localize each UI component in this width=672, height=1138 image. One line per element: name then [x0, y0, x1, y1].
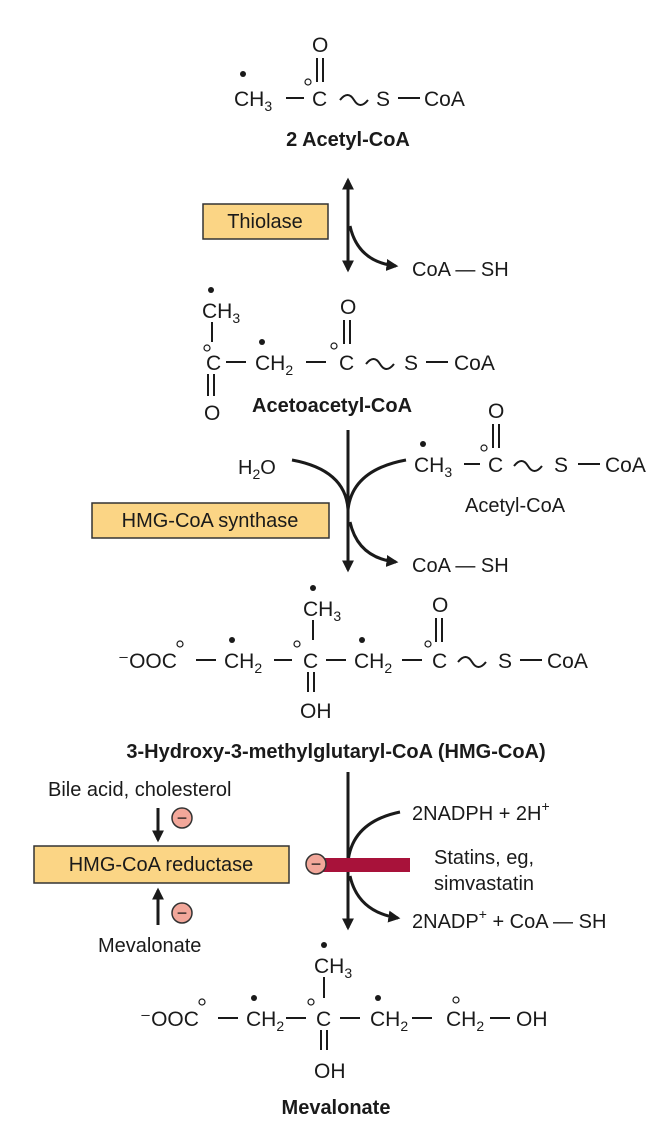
nadp-coash-output-label: 2NADP+ + CoA — SH	[412, 906, 606, 933]
mevalonate-label: Mevalonate	[282, 1097, 391, 1119]
hmg-reductase-enzyme-box	[33, 845, 290, 884]
svg-text:CH3: CH3	[303, 598, 341, 624]
svg-text:S: S	[554, 454, 568, 477]
hmg-synthase-label: HMG-CoA synthase	[122, 510, 299, 532]
svg-text:CH2: CH2	[246, 1008, 284, 1034]
svg-text:CH3: CH3	[314, 955, 352, 981]
acetyl-coa-structure-side: O CH3 C S CoA	[414, 400, 646, 480]
svg-text:S: S	[376, 88, 390, 111]
svg-text:⁻OOC: ⁻OOC	[140, 1008, 199, 1031]
mevalonate-inhibit-circle	[171, 902, 193, 924]
nadp-release-arrow	[348, 875, 401, 923]
thiolase-label: Thiolase	[227, 211, 303, 233]
svg-text:−: −	[177, 903, 188, 923]
synthase-coash-release-arrow	[348, 521, 399, 567]
svg-text:CH3: CH3	[234, 88, 272, 114]
svg-text:CH2: CH2	[370, 1008, 408, 1034]
svg-text:CoA: CoA	[605, 454, 646, 477]
thiolase-coash-release-arrow	[348, 225, 399, 271]
hmg-coa-structure: CH3 ⁻OOC CH2 C OH CH2 O C S CoA	[118, 585, 588, 723]
acetyl-coa-input-arc	[346, 458, 407, 511]
nadph-input-label: 2NADPH + 2H+	[412, 798, 550, 825]
acetyl-coa-side-label: Acetyl-CoA	[465, 495, 566, 517]
svg-text:O: O	[432, 594, 448, 617]
coash-release-1: CoA — SH	[412, 259, 509, 281]
svg-text:−: −	[177, 808, 188, 828]
svg-text:O: O	[340, 296, 356, 319]
acetyl-coa-2-label: 2 Acetyl-CoA	[286, 129, 410, 151]
svg-text:CH3: CH3	[414, 454, 452, 480]
svg-text:O: O	[488, 400, 504, 423]
svg-text:−: −	[311, 854, 322, 874]
hmg-synthase-enzyme-box	[91, 502, 330, 539]
thiolase-enzyme-box	[202, 203, 329, 240]
mevalonate-structure: CH3 ⁻OOC CH2 C OH CH2 CH2 OH	[140, 942, 548, 1083]
acetoacetyl-coa-structure: CH3 C O CH2 O C S CoA	[202, 287, 495, 425]
water-input-arc	[291, 458, 350, 511]
svg-text:C: C	[432, 650, 447, 673]
acetyl-coa-structure-top: O CH3 C S CoA	[234, 34, 465, 114]
svg-text:C: C	[303, 650, 318, 673]
acetoacetyl-coa-label: Acetoacetyl-CoA	[252, 395, 412, 417]
svg-text:CH2: CH2	[354, 650, 392, 676]
svg-text:C: C	[206, 352, 221, 375]
svg-text:CH2: CH2	[255, 352, 293, 378]
svg-text:OH: OH	[516, 1008, 548, 1031]
svg-text:C: C	[339, 352, 354, 375]
svg-text:CoA: CoA	[454, 352, 495, 375]
svg-text:CH2: CH2	[446, 1008, 484, 1034]
hmg-coa-label: 3-Hydroxy-3-methylglutaryl-CoA (HMG-CoA)	[126, 741, 545, 763]
svg-text:OH: OH	[314, 1060, 346, 1083]
svg-text:CoA: CoA	[547, 650, 588, 673]
svg-text:S: S	[404, 352, 418, 375]
svg-text:C: C	[316, 1008, 331, 1031]
water-input: H2O	[238, 457, 276, 482]
statin-inhibition-bar	[322, 858, 410, 872]
svg-text:OH: OH	[300, 700, 332, 723]
statin-inhibit-circle	[305, 853, 327, 875]
hmg-reductase-label: HMG-CoA reductase	[69, 854, 254, 876]
nadph-input-arc	[346, 810, 401, 863]
coash-release-2: CoA — SH	[412, 555, 509, 577]
statins-label-line2: simvastatin	[434, 873, 534, 895]
svg-text:O: O	[204, 402, 220, 425]
svg-text:S: S	[498, 650, 512, 673]
svg-text:CH3: CH3	[202, 300, 240, 326]
svg-text:CoA: CoA	[424, 88, 465, 111]
bile-acid-cholesterol-label: Bile acid, cholesterol	[48, 779, 231, 801]
svg-text:⁻OOC: ⁻OOC	[118, 650, 177, 673]
statins-label-line1: Statins, eg,	[434, 847, 534, 869]
bile-acid-inhibit-circle	[171, 807, 193, 829]
mevalonate-feedback-label: Mevalonate	[98, 935, 201, 957]
svg-text:C: C	[312, 88, 327, 111]
svg-text:C: C	[488, 454, 503, 477]
svg-text:O: O	[312, 34, 328, 57]
svg-text:CH2: CH2	[224, 650, 262, 676]
